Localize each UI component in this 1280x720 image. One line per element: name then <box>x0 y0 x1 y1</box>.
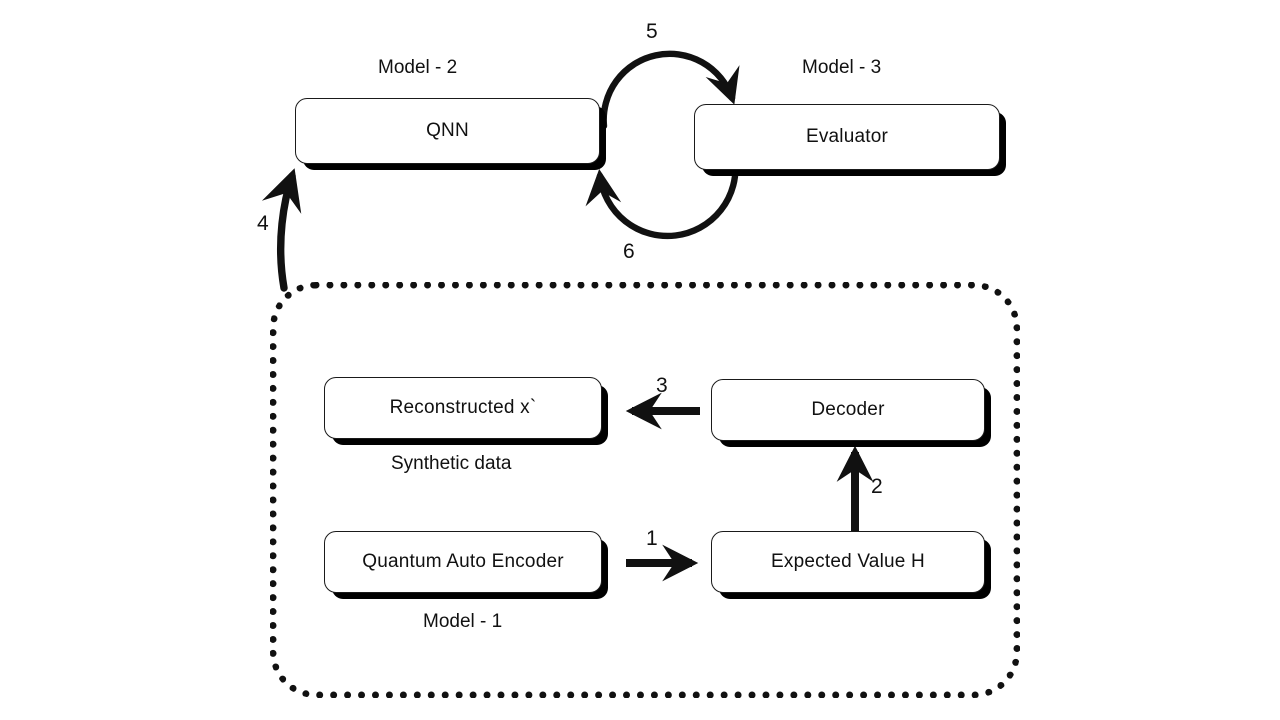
caption-model-1: Model - 1 <box>423 611 503 632</box>
edge-label-5: 5 <box>646 20 658 43</box>
caption-model-2: Model - 2 <box>378 57 458 78</box>
box-reconstructed-x[interactable]: Reconstructed x` <box>324 377 602 439</box>
edge-label-4: 4 <box>257 212 269 235</box>
edge-label-6: 6 <box>623 240 635 263</box>
arrow-evaluator-to-qnn <box>585 156 739 240</box>
box-expected-value-h[interactable]: Expected Value H <box>711 531 985 593</box>
box-reconstructed-x-label: Reconstructed x` <box>389 397 537 418</box>
box-quantum-auto-encoder[interactable]: Quantum Auto Encoder <box>324 531 602 593</box>
caption-synthetic-data: Synthetic data <box>391 453 512 474</box>
arrow-synthetic-to-qnn <box>261 168 302 292</box>
box-qnn-label: QNN <box>426 120 469 141</box>
edge-label-3: 3 <box>656 374 668 397</box>
box-expected-value-h-label: Expected Value H <box>771 551 925 572</box>
model-1-group-region <box>270 282 1020 698</box>
box-evaluator[interactable]: Evaluator <box>694 104 1000 170</box>
box-quantum-auto-encoder-label: Quantum Auto Encoder <box>362 551 564 572</box>
caption-model-3: Model - 3 <box>802 57 882 78</box>
box-evaluator-label: Evaluator <box>805 126 889 147</box>
edge-label-2: 2 <box>871 475 883 498</box>
box-decoder-label: Decoder <box>811 399 885 420</box>
edge-label-1: 1 <box>646 527 658 550</box>
box-decoder[interactable]: Decoder <box>711 379 985 441</box>
box-qnn[interactable]: QNN <box>295 98 600 164</box>
